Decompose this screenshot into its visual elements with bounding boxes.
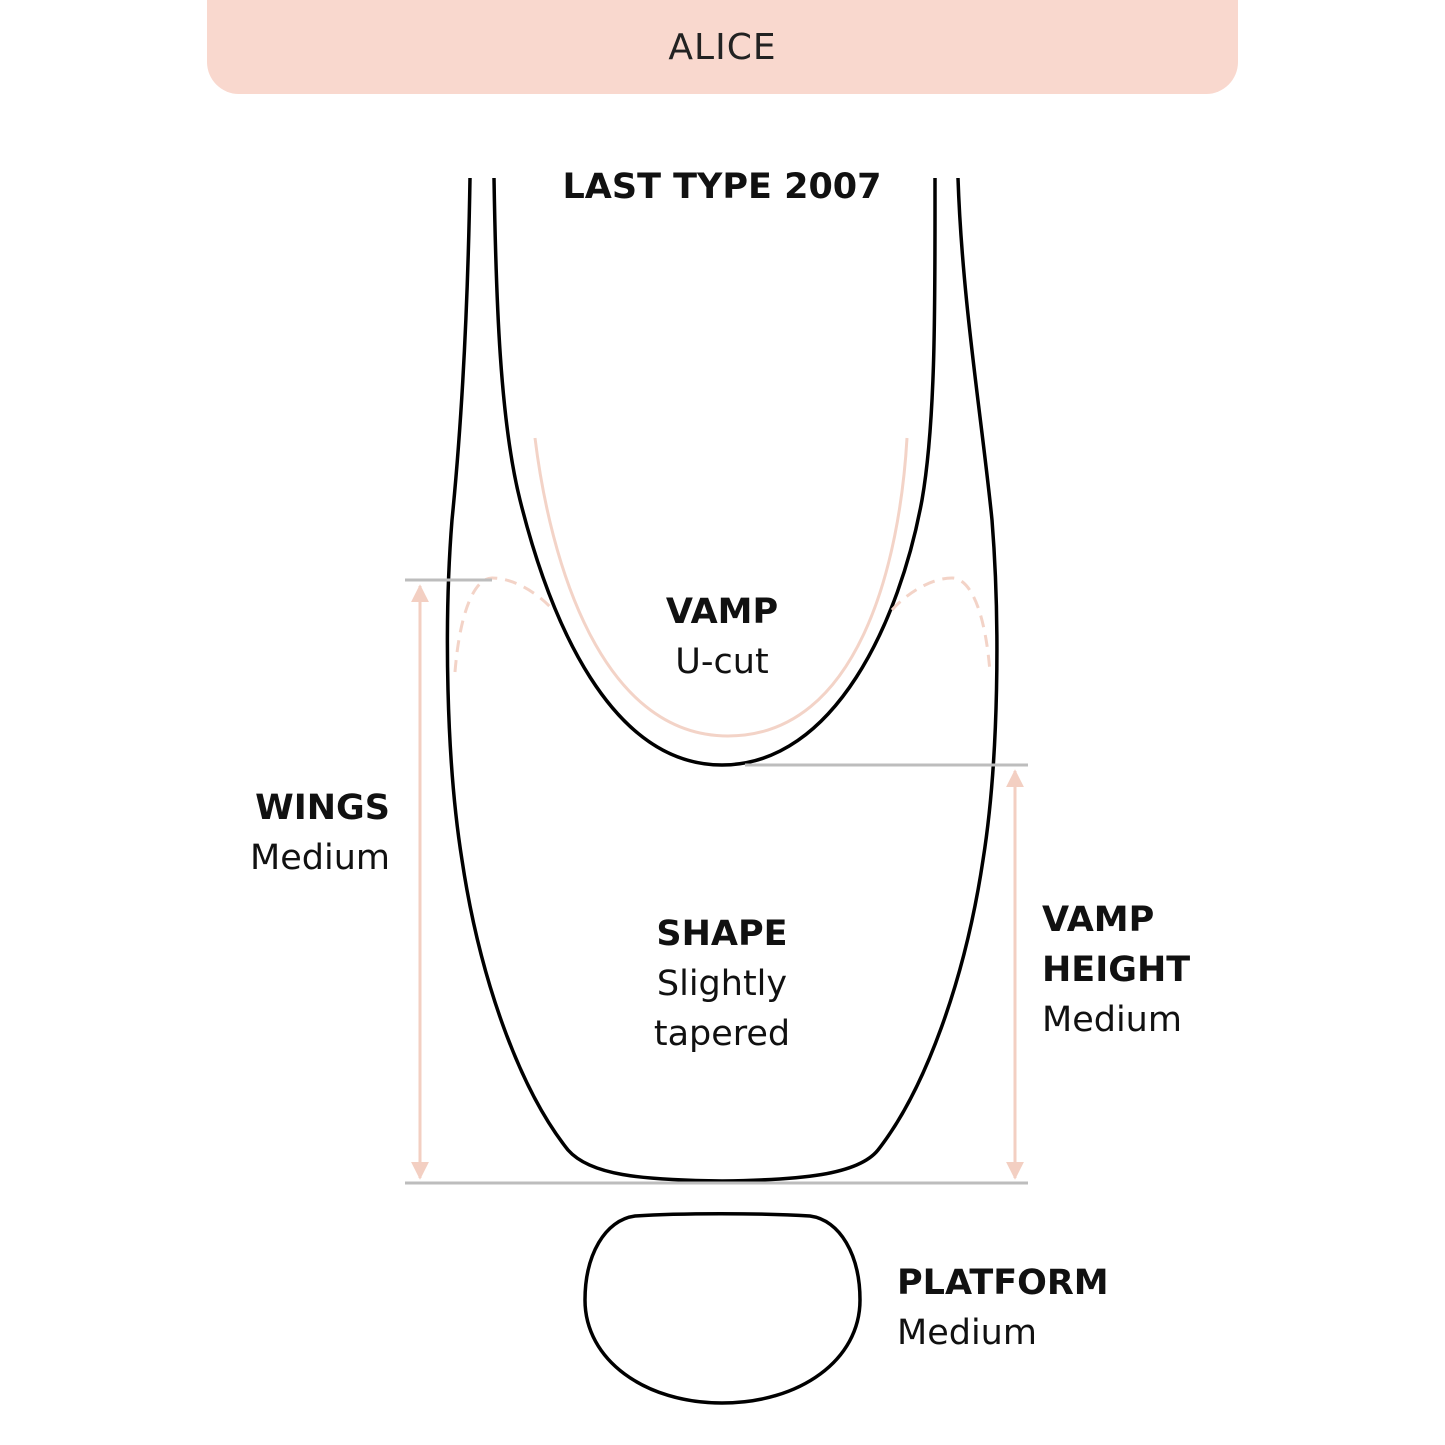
vamp-inner-line: [533, 437, 909, 738]
vamp-cut-line: [492, 177, 937, 767]
header-title: ALICE: [668, 26, 777, 68]
shoe-outline: [445, 177, 999, 1183]
header-bar: ALICE: [207, 0, 1238, 94]
wing-right-dashed: [890, 576, 992, 673]
last-type-title: LAST TYPE 2007: [562, 167, 882, 207]
platform-shape: [583, 1212, 862, 1405]
wing-left-dashed: [453, 576, 555, 673]
